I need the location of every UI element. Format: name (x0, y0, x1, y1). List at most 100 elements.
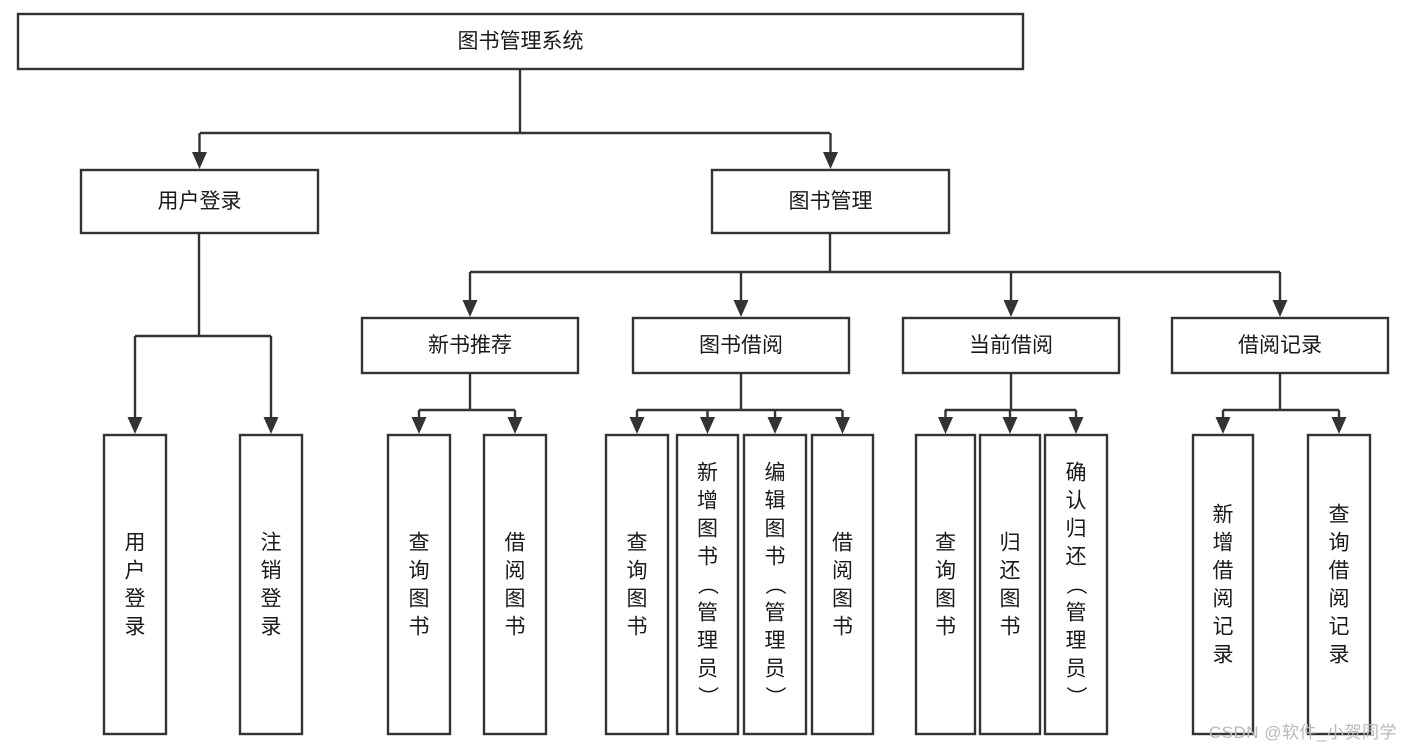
connector-group-borrow-records (1215, 373, 1347, 434)
node-label-char: 查 (627, 532, 648, 555)
arrow-head-icon (1002, 417, 1018, 434)
node-leaf-user-login[interactable]: 用户登录 (102, 433, 168, 736)
node-label-char: 管 (1066, 602, 1087, 625)
arrow-head-icon (1272, 300, 1288, 317)
arrow-head-icon (1003, 300, 1019, 317)
node-label: 图书借阅 (699, 334, 783, 357)
node-label-char: 书 (832, 616, 853, 639)
node-book-borrow[interactable]: 图书借阅 (631, 316, 851, 375)
node-label-char: （ (696, 574, 719, 595)
node-label-char: 书 (409, 616, 430, 639)
arrow-head-icon (823, 152, 838, 169)
node-label-char: 管 (697, 602, 718, 625)
node-label-char: 销 (261, 560, 282, 583)
node-user-login[interactable]: 用户登录 (79, 168, 320, 235)
node-label-char: 阅 (1329, 588, 1350, 611)
node-label-char: 理 (1066, 630, 1087, 653)
node-label-char: 询 (1329, 532, 1350, 555)
arrow-head-icon (462, 300, 478, 317)
node-label-char: 编 (765, 462, 786, 485)
connector-group-new-book-recommend (411, 373, 523, 434)
node-current-borrow[interactable]: 当前借阅 (901, 316, 1121, 375)
arrow-head-icon (192, 152, 207, 169)
node-box (914, 433, 977, 736)
node-label-char: 书 (765, 546, 786, 569)
node-label-char: 图 (627, 588, 648, 611)
node-label-char: 借 (505, 532, 526, 555)
connector-layer (127, 69, 1347, 434)
node-box (742, 433, 808, 736)
node-label-char: 用 (125, 532, 146, 555)
arrow-head-icon (263, 417, 279, 434)
node-root[interactable]: 图书管理系统 (16, 12, 1025, 71)
node-label-char: 图 (409, 588, 430, 611)
node-label-char: 阅 (505, 560, 526, 583)
arrow-head-icon (1068, 417, 1084, 434)
node-label-char: 查 (935, 532, 956, 555)
node-label-char: 员 (1066, 658, 1087, 681)
node-label-char: 询 (935, 560, 956, 583)
node-label-char: 图 (765, 518, 786, 541)
node-label-char: 还 (1066, 546, 1087, 569)
node-box (1043, 433, 1109, 736)
node-label-char: 注 (261, 532, 282, 555)
node-label-char: 图 (1000, 588, 1021, 611)
node-label-char: 新 (697, 462, 718, 485)
node-box (978, 433, 1042, 736)
node-borrow-records[interactable]: 借阅记录 (1170, 316, 1390, 375)
node-label-char: 录 (1213, 644, 1234, 667)
arrow-head-icon (127, 417, 143, 434)
node-label-char: （ (763, 574, 786, 595)
node-box (675, 433, 740, 736)
node-box (710, 168, 951, 235)
node-label-char: 增 (697, 490, 718, 513)
node-label-char: 查 (1329, 504, 1350, 527)
node-label-char: 书 (505, 616, 526, 639)
node-new-book-recommend[interactable]: 新书推荐 (360, 316, 580, 375)
connector-group-current-borrow (938, 373, 1084, 434)
node-box (631, 316, 851, 375)
node-label-char: 记 (1329, 616, 1350, 639)
node-label-char: 管 (765, 602, 786, 625)
connector-group-book-borrow (629, 373, 850, 434)
node-label-char: 认 (1066, 490, 1087, 513)
node-label-char: 理 (697, 630, 718, 653)
node-box (360, 316, 580, 375)
node-label-char: 确 (1066, 462, 1087, 485)
node-label-char: 阅 (1213, 588, 1234, 611)
node-box (1170, 316, 1390, 375)
node-box (482, 433, 548, 736)
node-label-char: 询 (627, 560, 648, 583)
node-label: 新书推荐 (428, 334, 512, 357)
node-label-char: 员 (765, 658, 786, 681)
node-box (1306, 433, 1372, 736)
node-label-char: 借 (1329, 560, 1350, 583)
arrow-head-icon (835, 417, 850, 434)
arrow-head-icon (938, 417, 953, 434)
node-box (238, 433, 304, 736)
node-label-char: 图 (505, 588, 526, 611)
connector-group-user-login (127, 233, 279, 434)
node-book-management[interactable]: 图书管理 (710, 168, 951, 235)
node-layer: 图书管理系统用户登录图书管理新书推荐图书借阅当前借阅借阅记录用户登录注销登录查询… (16, 12, 1390, 736)
node-box (16, 12, 1025, 71)
node-label: 借阅记录 (1238, 334, 1322, 357)
node-label-char: 新 (1213, 504, 1234, 527)
node-label-char: 阅 (832, 560, 853, 583)
node-box (1191, 433, 1255, 736)
node-label-char: 借 (832, 532, 853, 555)
arrow-head-icon (629, 417, 645, 434)
